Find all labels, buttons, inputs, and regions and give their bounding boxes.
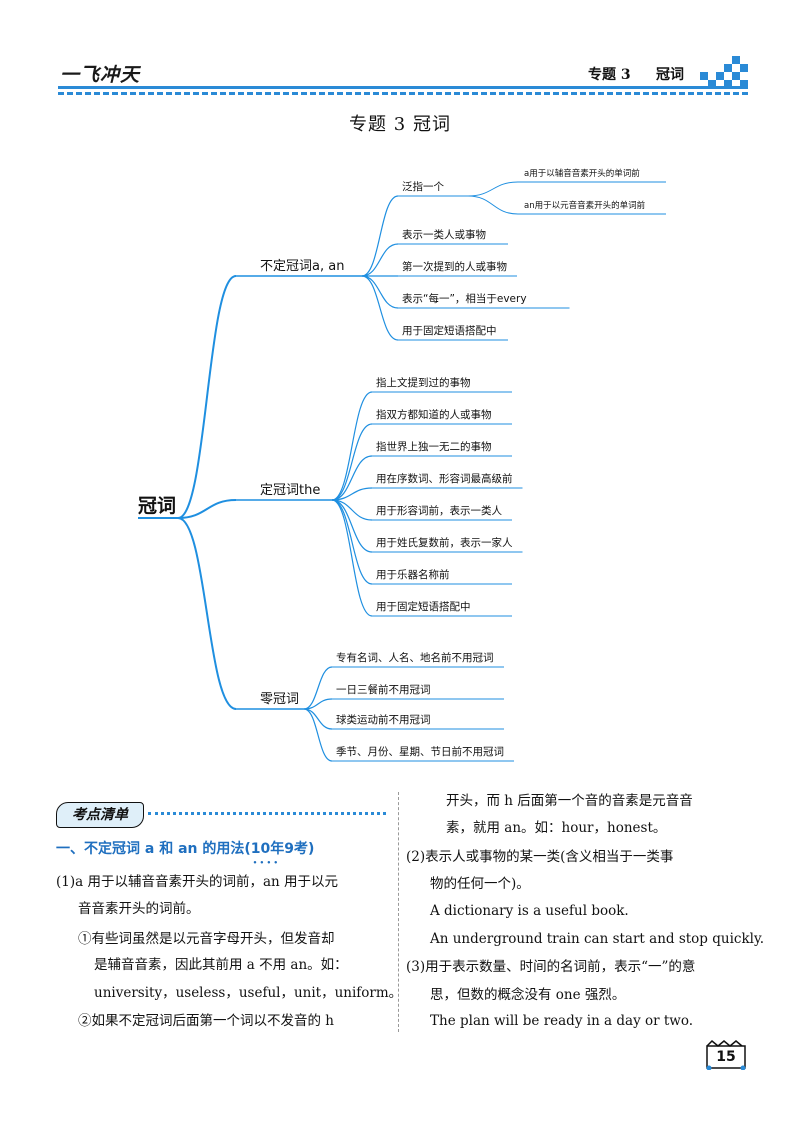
item-label: 用于形容词前，表示一类人 [376, 504, 502, 517]
right-line-4: 物的任何一个)。 [430, 876, 530, 892]
mindmap-labels: 冠词 不定冠词a, an 泛指一个 a用于以辅音音素开头的单词前 an用于以元音音素开头… [138, 168, 646, 758]
subitem-label: an用于以元音音素开头的单词前 [524, 200, 646, 211]
item-label: 用于乐器名称前 [376, 568, 450, 581]
item-label: 专有名词、人名、地名前不用冠词 [336, 651, 494, 664]
item-label: 用于固定短语搭配中 [376, 600, 471, 613]
right-line-7: (3)用于表示数量、时间的名词前，表示“一”的意 [406, 959, 696, 975]
left-line-3: ①有些词虽然是以元音字母开头，但发音却 [78, 931, 335, 947]
brand-logo: 一飞冲天 [60, 64, 141, 86]
right-line-2: 素，就用 an。如：hour，honest。 [446, 820, 667, 836]
item-label: 一日三餐前不用冠词 [336, 683, 431, 696]
branch-connector [177, 499, 237, 519]
item-connector [331, 391, 373, 501]
left-line-1: (1)a 用于以辅音音素开头的词前，an 用于以元 [56, 874, 338, 890]
mindmap: 冠词 不定冠词a, an 泛指一个 a用于以辅音音素开头的单词前 an用于以元音音素开头… [138, 168, 666, 762]
item-connector [361, 275, 399, 341]
item-connector [361, 275, 399, 309]
left-line-4: 是辅音音素，因此其前用 a 不用 an。如： [94, 957, 348, 973]
item-connector [331, 499, 373, 585]
subitem-connector [467, 195, 519, 215]
page-number: 15 [716, 1049, 736, 1065]
header-dashed-rule [58, 92, 748, 95]
left-line-6: ②如果不定冠词后面第一个词以不发音的 h [78, 1013, 334, 1029]
item-connector [303, 666, 333, 710]
header-topic: 专题 3 [588, 67, 631, 83]
item-label: 表示一类人或事物 [402, 228, 486, 241]
item-label: 指世界上独一无二的事物 [376, 440, 492, 453]
left-line-5: university，useless，useful，unit，uniform。 [94, 985, 403, 1001]
branch-label: 零冠词 [260, 692, 299, 707]
branch-connector [177, 517, 237, 710]
right-line-8: 思，但数的概念没有 one 强烈。 [430, 987, 626, 1003]
item-label: 指上文提到过的事物 [376, 376, 471, 389]
branch-label: 不定冠词a, an [260, 259, 344, 274]
item-label: 球类运动前不用冠词 [336, 713, 431, 726]
item-label: 用于姓氏复数前，表示一家人 [376, 536, 513, 549]
section-heading-emphasis: 10年9考 [251, 838, 308, 867]
item-label: 泛指一个 [402, 180, 444, 193]
item-connector [361, 243, 399, 277]
item-label: 第一次提到的人或事物 [402, 260, 507, 273]
checker-decoration [700, 56, 748, 88]
header-rule [58, 86, 748, 89]
right-line-9: The plan will be ready in a day or two. [430, 1013, 694, 1029]
subitem-connector [467, 181, 519, 197]
item-label: 用于固定短语搭配中 [402, 324, 497, 337]
item-label: 用在序数词、形容词最高级前 [376, 472, 513, 485]
item-label: 季节、月份、星期、节日前不用冠词 [336, 745, 504, 758]
mindmap-connectors [138, 181, 666, 762]
branch-connector [177, 275, 237, 519]
header-title: 冠词 [656, 67, 684, 83]
page-title: 专题 3 冠词 [349, 114, 451, 135]
page-number-badge [706, 1040, 746, 1070]
item-label: 指双方都知道的人或事物 [376, 408, 492, 421]
right-line-3: (2)表示人或事物的某一类(含义相当于一类事 [406, 849, 674, 865]
item-connector [331, 499, 373, 553]
item-connector [331, 487, 373, 501]
item-connector [303, 708, 333, 730]
section-heading: 一、不定冠词 a 和 an 的用法(10年9考) [56, 838, 315, 867]
item-connector [331, 499, 373, 617]
item-connector [331, 423, 373, 501]
item-label: 表示“每一”，相当于every [402, 292, 527, 305]
mindmap-root: 冠词 [138, 495, 176, 517]
item-connector [303, 708, 333, 762]
branch-label: 定冠词the [260, 483, 320, 498]
item-connector [361, 195, 399, 277]
column-divider [398, 792, 399, 1032]
item-connector [303, 698, 333, 710]
item-connector [331, 455, 373, 501]
section-heading-suffix: ) [308, 841, 315, 857]
right-line-6: An underground train can start and stop … [430, 931, 765, 947]
section-heading-prefix: 一、不定冠词 a 和 an 的用法( [56, 841, 251, 857]
subitem-label: a用于以辅音音素开头的单词前 [524, 168, 640, 179]
dotted-leader [148, 806, 386, 815]
right-line-5: A dictionary is a useful book. [430, 903, 629, 919]
right-line-1: 开头，而 h 后面第一个音的音素是元音音 [446, 793, 693, 809]
left-line-2: 音音素开头的词前。 [78, 901, 200, 917]
section-tag: 考点清单 [56, 802, 144, 828]
